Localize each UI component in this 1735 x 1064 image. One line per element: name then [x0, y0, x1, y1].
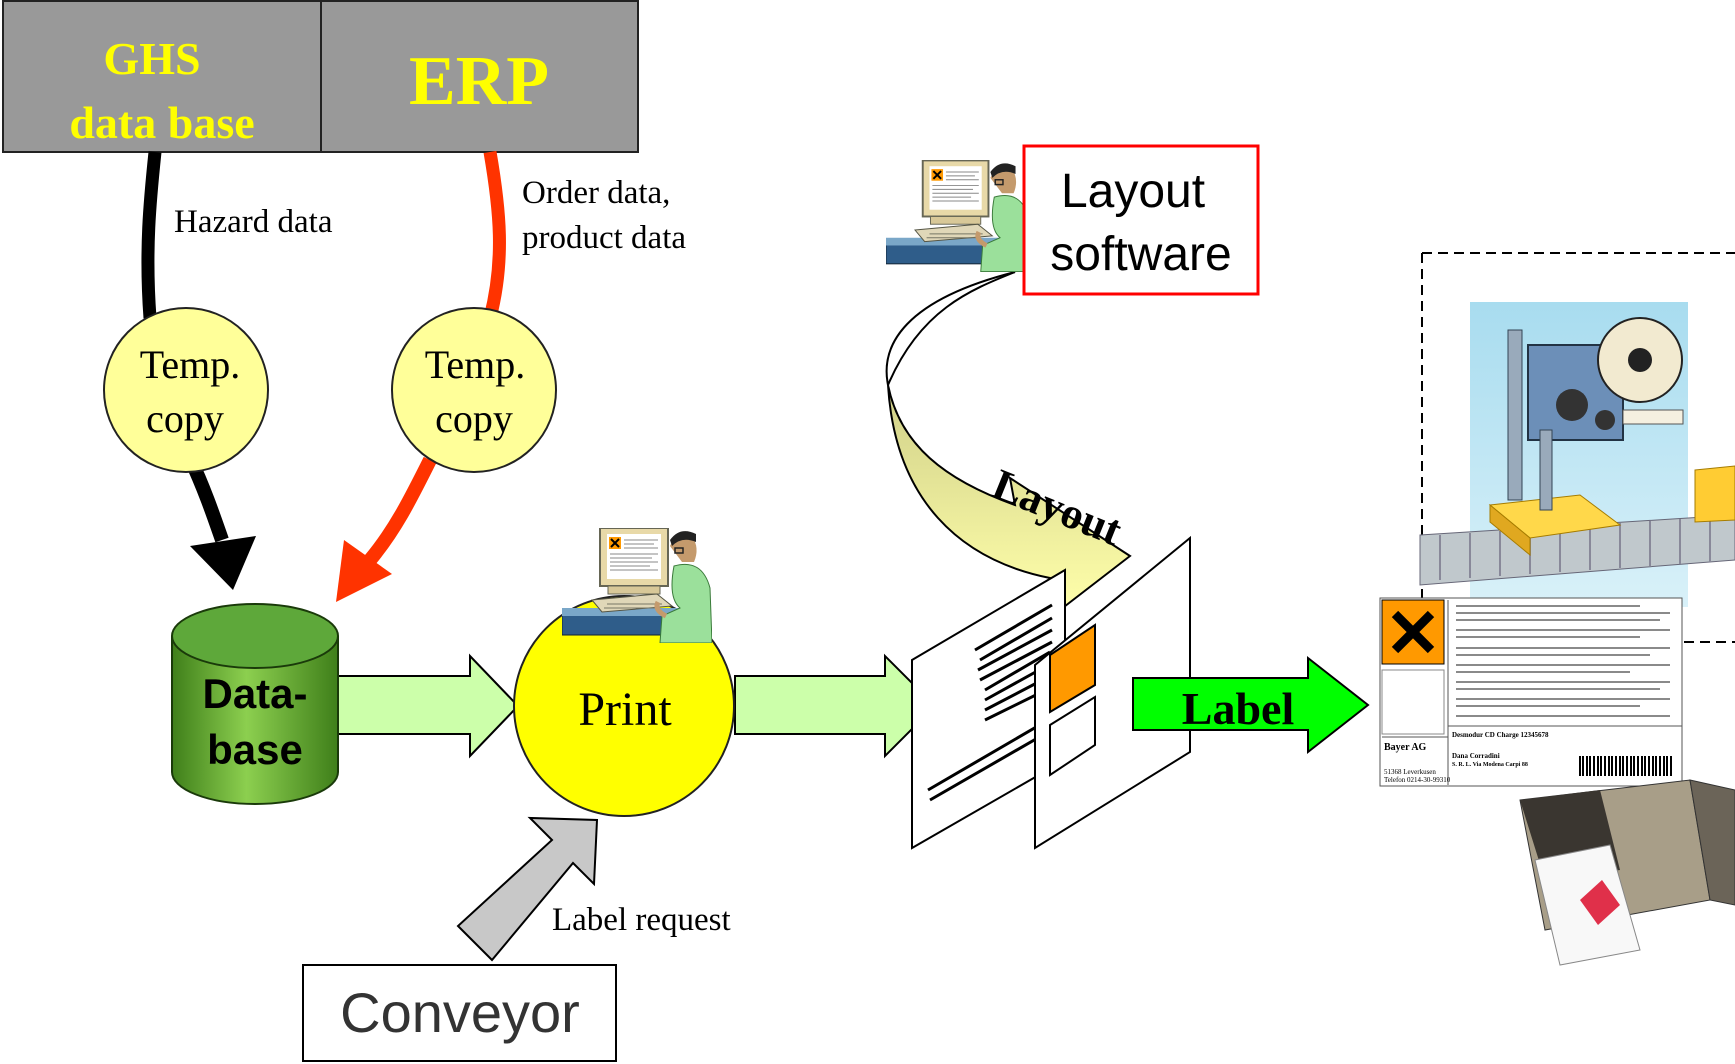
hazard-data-label: Hazard data: [174, 204, 333, 240]
database-cylinder: Data- base: [171, 603, 339, 805]
layout-curved-arrow: [885, 271, 1132, 612]
conveyor-label: Conveyor: [340, 981, 580, 1044]
label-arrow: Label: [1132, 655, 1370, 755]
label-sample-company: Bayer AG: [1384, 742, 1427, 753]
database-label-line2: base: [207, 726, 303, 773]
database-label-line1: Data-: [202, 670, 307, 717]
print-operator-icon: [562, 528, 712, 643]
layout-software-line2: software: [1050, 228, 1231, 281]
label-request-arrow: [456, 816, 599, 962]
hazard-down-arrow: [183, 455, 256, 590]
label-sample-address-line2: Telefon 0214-30-99310: [1384, 776, 1451, 784]
database-to-print-arrow: [334, 653, 520, 759]
label-sample-customer-line2: S. R. L. Via Modena Carpi 88: [1452, 762, 1528, 768]
temp-copy-ghs-line1: Temp.: [140, 342, 241, 387]
temp-copy-erp-line2: copy: [435, 396, 513, 441]
erp-box: ERP: [320, 0, 639, 153]
print-node: Print: [513, 595, 735, 817]
temp-copy-erp-line1: Temp.: [425, 342, 526, 387]
order-data-label-line2: product data: [522, 220, 686, 256]
temp-copy-ghs-line2: copy: [146, 396, 224, 441]
label-sample-customer-line1: Dana Corradini: [1452, 752, 1500, 760]
label-form-front-sheet: [1034, 535, 1191, 850]
erp-title: ERP: [409, 43, 549, 120]
label-arrow-text: Label: [1182, 683, 1294, 734]
conveyor-box: Conveyor: [302, 964, 617, 1062]
hazard-data-line: [141, 151, 162, 319]
print-label: Print: [578, 683, 672, 736]
order-data-label-line1: Order data,: [522, 175, 670, 211]
label-printer-image: [1519, 779, 1735, 966]
label-sample-image: Bayer AG 51368 Leverkusen Telefon 0214-3…: [1379, 597, 1683, 787]
temp-copy-erp: Temp. copy: [391, 307, 557, 473]
label-request-label: Label request: [552, 902, 731, 938]
ghs-database-box: GHS data base: [2, 0, 322, 153]
order-down-arrow: [336, 456, 437, 602]
temp-copy-ghs: Temp. copy: [103, 307, 269, 473]
layout-operator-icon: [886, 160, 1031, 271]
order-data-line: [483, 150, 506, 320]
label-sample-product: Desmodur CD Charge 12345678: [1452, 731, 1549, 739]
labeling-machine-image: [1419, 302, 1735, 607]
layout-software-box: Layout software: [1022, 144, 1260, 296]
layout-software-line1: Layout: [1061, 165, 1205, 218]
ghs-title: GHS: [103, 33, 200, 84]
label-sample-barcode: [1579, 756, 1672, 776]
label-sample-address-line1: 51368 Leverkusen: [1384, 768, 1436, 776]
print-to-form-arrow: [734, 653, 937, 759]
ghs-subtitle: data base: [69, 97, 254, 148]
